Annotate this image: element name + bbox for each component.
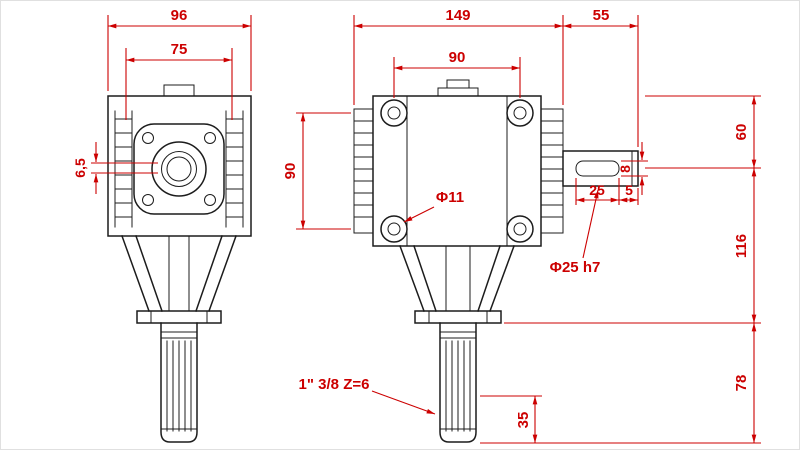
front-dim-overall-width: 96 (107, 7, 252, 91)
side-left-rib-flange (353, 108, 374, 234)
side-breather-plug (437, 79, 479, 97)
side-dim-bolt-spacing-h: 90 (393, 49, 521, 98)
side-right-dimension-chain: 60 116 78 (480, 95, 761, 444)
front-flange-width-label: 75 (171, 41, 188, 58)
side-height-bottom-label: 78 (733, 375, 750, 392)
front-housing-body (107, 95, 252, 237)
front-bottom-flange (136, 310, 222, 324)
front-dim-offset: 6,5 (72, 142, 158, 194)
front-top-plug (163, 84, 195, 97)
side-support-legs (399, 245, 515, 312)
side-key-end-label: 5 (625, 182, 633, 198)
side-spline-spec-label: 1" 3/8 Z=6 (299, 376, 370, 393)
front-splined-shaft (160, 322, 198, 443)
side-overall-width-label: 149 (445, 7, 470, 24)
front-view: 96 75 6,5 (72, 7, 252, 443)
front-overall-width-label: 96 (171, 7, 188, 24)
side-dim-overall-width: 149 (353, 7, 564, 105)
side-corner-bolts (380, 99, 534, 243)
side-view: 149 55 90 90 Φ11 Φ25 h7 (282, 7, 761, 444)
side-dim-bolt-hole: Φ11 (403, 189, 464, 223)
side-key-width-label: 8 (617, 165, 633, 173)
side-spline-engagement-label: 35 (515, 412, 532, 429)
side-dim-bolt-spacing-v: 90 (282, 112, 351, 230)
side-height-mid-label: 116 (733, 234, 750, 258)
side-dim-key-width: 8 (617, 142, 648, 195)
side-housing-body (372, 95, 542, 247)
side-dim-spline-engagement: 35 (480, 395, 542, 443)
front-offset-label: 6,5 (72, 158, 88, 178)
side-bolt-hole-label: Φ11 (436, 189, 464, 206)
side-bolt-spacing-h-label: 90 (449, 49, 466, 66)
side-dim-key-length: 25 5 (575, 178, 639, 205)
side-splined-shaft (439, 322, 477, 443)
side-spline-spec: 1" 3/8 Z=6 (299, 376, 436, 415)
front-flange (133, 123, 225, 215)
side-dim-shaft-length: 55 (563, 7, 639, 147)
side-shaft-length-label: 55 (593, 7, 610, 24)
side-height-top-label: 60 (733, 124, 750, 141)
front-dim-flange-width: 75 (125, 41, 233, 120)
side-keyway (575, 160, 620, 177)
side-output-shaft (562, 150, 639, 187)
front-flange-bolts (142, 132, 216, 206)
side-bottom-flange (414, 310, 502, 324)
side-key-length-label: 25 (589, 182, 605, 198)
side-bolt-spacing-v-label: 90 (282, 163, 299, 180)
front-support-legs (121, 235, 237, 312)
side-right-rib-flange (540, 108, 564, 234)
side-output-shaft-dia-label: Φ25 h7 (550, 259, 601, 276)
front-rib-hatching (114, 110, 244, 228)
front-shaft-bore (151, 141, 207, 197)
